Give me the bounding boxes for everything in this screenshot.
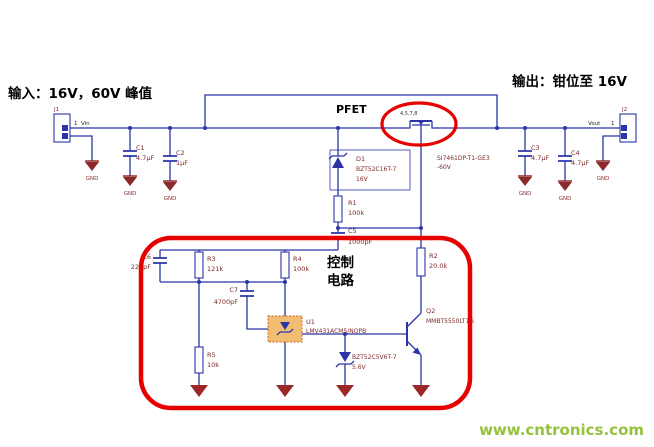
resistor-r5: R5 10k — [194, 346, 219, 374]
r2-value: 20.0k — [429, 262, 447, 270]
resistor-r3: R3 121k — [194, 251, 223, 279]
gnd-label: GND — [164, 196, 177, 202]
j2-net: Vout — [588, 121, 601, 127]
r1-ref: R1 — [348, 199, 357, 207]
q2-ref: Q2 — [426, 307, 435, 315]
d2-value: BZT52C5V6T-7 — [352, 354, 397, 361]
c3-ref: C3 — [531, 144, 540, 152]
c2-ref: C2 — [176, 149, 185, 157]
input-annotation: 输入：16V，60V 峰值 — [8, 85, 153, 102]
capacitor-c1: C1 4.7µF — [123, 144, 154, 162]
c7-value: 4700pF — [214, 298, 239, 306]
gnd-symbol-d2 — [336, 385, 354, 397]
zener-d1: D1 BZT52C16T-7 16V — [328, 149, 411, 191]
output-annotation: 输出：钳位至 16V — [512, 73, 627, 90]
gnd-symbol-q2 — [412, 385, 430, 397]
gnd-symbol-u1 — [276, 385, 294, 397]
u1-value: LMV431ACM5/NOPB — [306, 328, 366, 335]
r3-value: 121k — [207, 265, 223, 273]
r5-value: 10k — [207, 361, 219, 369]
capacitor-c6: C6 220pF — [131, 253, 167, 271]
resistor-r1: R1 100k — [333, 195, 364, 223]
capacitor-c3: C3 4.7µF — [518, 144, 549, 162]
r4-value: 100k — [293, 265, 309, 273]
gnd-label: GND — [559, 196, 572, 202]
pfet-q1: 4,5,7,8 SI7461DP-T1-GE3 -60V — [400, 111, 490, 171]
q2-value: MMBT5550LT1G — [426, 318, 474, 325]
c2-value: 1µF — [176, 159, 188, 167]
pfet-label: PFET — [336, 103, 367, 116]
c4-value: 4.7µF — [571, 159, 589, 167]
j2-ref: J2 — [621, 107, 627, 113]
r3-ref: R3 — [207, 255, 216, 263]
d1-value: BZT52C16T-7 — [356, 166, 397, 173]
r4-ref: R4 — [293, 255, 302, 263]
control-annotation-line1: 控制 — [327, 254, 354, 271]
capacitor-c7: C7 4700pF — [214, 286, 254, 306]
gnd-symbol-j2: GND — [596, 160, 610, 182]
gnd-label: GND — [597, 176, 610, 182]
capacitor-c2: C2 1µF — [163, 149, 188, 167]
capacitor-c4: C4 4.7µF — [558, 149, 589, 167]
r2-ref: R2 — [429, 252, 438, 260]
j1-pin: 1 — [74, 121, 78, 127]
j2-pin: 1 — [611, 121, 615, 127]
q1-part-number: SI7461DP-T1-GE3 — [437, 155, 490, 162]
gnd-symbol-c3: GND — [518, 175, 532, 197]
u1-ref: U1 — [306, 318, 315, 326]
r1-value: 100k — [348, 209, 364, 217]
c5-value: 1000pF — [348, 238, 373, 246]
c1-ref: C1 — [136, 144, 145, 152]
d1-rating: 16V — [356, 176, 369, 183]
gnd-symbol-c1: GND — [123, 175, 137, 197]
gnd-label: GND — [124, 191, 137, 197]
r5-ref: R5 — [207, 351, 216, 359]
gnd-symbol-c2: GND — [163, 180, 177, 202]
shunt-reference-u1: U1 LMV431ACM5/NOPB — [267, 315, 366, 343]
zener-d2: BZT52C5V6T-7 5.6V — [335, 352, 397, 371]
gnd-label: GND — [86, 176, 99, 182]
transistor-q2: Q2 MMBT5550LT1G — [406, 307, 474, 355]
control-annotation-line2: 电路 — [327, 272, 354, 289]
resistor-r2: R2 20.0k — [416, 247, 447, 277]
q1-pin-numbers: 4,5,7,8 — [400, 111, 418, 117]
j1-ref: J1 — [53, 107, 59, 113]
c4-ref: C4 — [571, 149, 580, 157]
connector-j2: J2 Vout 1 — [588, 107, 637, 143]
d2-rating: 5.6V — [352, 364, 367, 371]
gnd-symbol-r5 — [190, 385, 208, 397]
gnd-symbol-j1: GND — [85, 160, 99, 182]
connector-j1: J1 1 Vin — [53, 107, 90, 143]
gnd-symbol-c4: GND — [558, 180, 572, 202]
gnd-label: GND — [519, 191, 532, 197]
resistor-r4: R4 100k — [280, 251, 309, 279]
c3-value: 4.7µF — [531, 154, 549, 162]
c7-ref: C7 — [229, 286, 238, 294]
watermark-text: www.cntronics.com — [479, 421, 644, 439]
c1-value: 4.7µF — [136, 154, 154, 162]
c5-ref: C5 — [348, 227, 357, 235]
junction-dots — [128, 126, 567, 336]
pfet-highlight-ellipse — [380, 101, 458, 147]
d1-ref: D1 — [356, 155, 365, 163]
control-highlight-box — [138, 235, 473, 411]
q1-rating: -60V — [437, 164, 452, 171]
c6-ref: C6 — [142, 253, 151, 261]
j1-net: Vin — [81, 121, 90, 127]
